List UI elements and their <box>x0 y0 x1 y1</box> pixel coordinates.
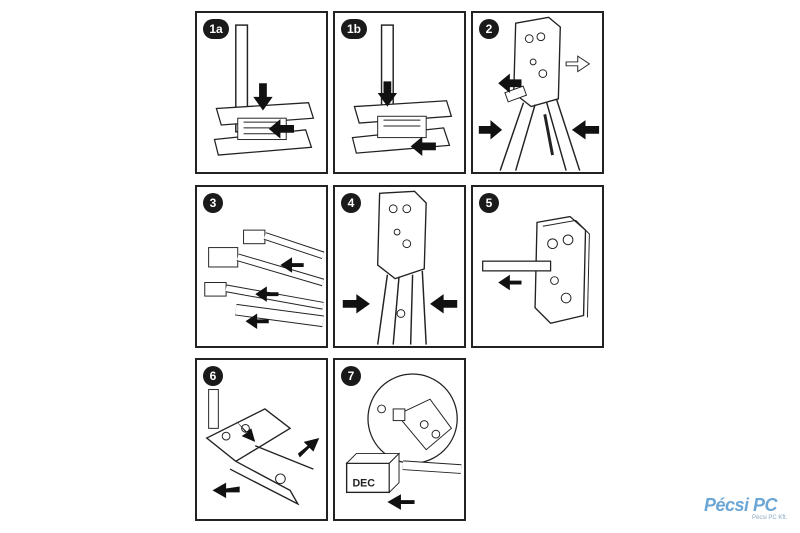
step-badge: 6 <box>203 366 223 386</box>
logo-name: Pécsi PC <box>704 495 778 515</box>
step-badge: 3 <box>203 193 223 213</box>
connector-cable-illustration <box>204 229 325 330</box>
step-panel-4: 4 <box>333 185 466 348</box>
die-label: DEC <box>352 478 375 490</box>
crimp-tool-illustration <box>342 190 458 345</box>
step-panel-5: 5 <box>471 185 604 348</box>
step-badge: 5 <box>479 193 499 213</box>
release-cable-illustration <box>482 215 590 324</box>
step-badge: 2 <box>479 19 499 39</box>
step-badge: 1a <box>203 19 229 39</box>
step-badge: 4 <box>341 193 361 213</box>
step-panel-3: 3 <box>195 185 328 348</box>
step-panel-2: 2 <box>471 11 604 174</box>
step-panel-7: DEC 7 <box>333 358 466 521</box>
step-panel-1b: 1b <box>333 11 466 174</box>
pecsi-pc-logo: Pécsi PC Pécsi PC Kft. <box>704 495 794 525</box>
insert-cable-illustration <box>213 24 315 156</box>
step-badge: 1b <box>341 19 367 39</box>
step-badge: 7 <box>341 366 361 386</box>
step-panel-1a: 1a <box>195 11 328 174</box>
cut-strip-illustration <box>205 389 320 506</box>
step-panel-6: 6 <box>195 358 328 521</box>
crimp-tool-illustration <box>478 16 600 171</box>
die-replacement-illustration: DEC <box>345 373 462 510</box>
insert-cable-illustration <box>351 24 453 157</box>
logo-subtitle: Pécsi PC Kft. <box>752 515 788 521</box>
